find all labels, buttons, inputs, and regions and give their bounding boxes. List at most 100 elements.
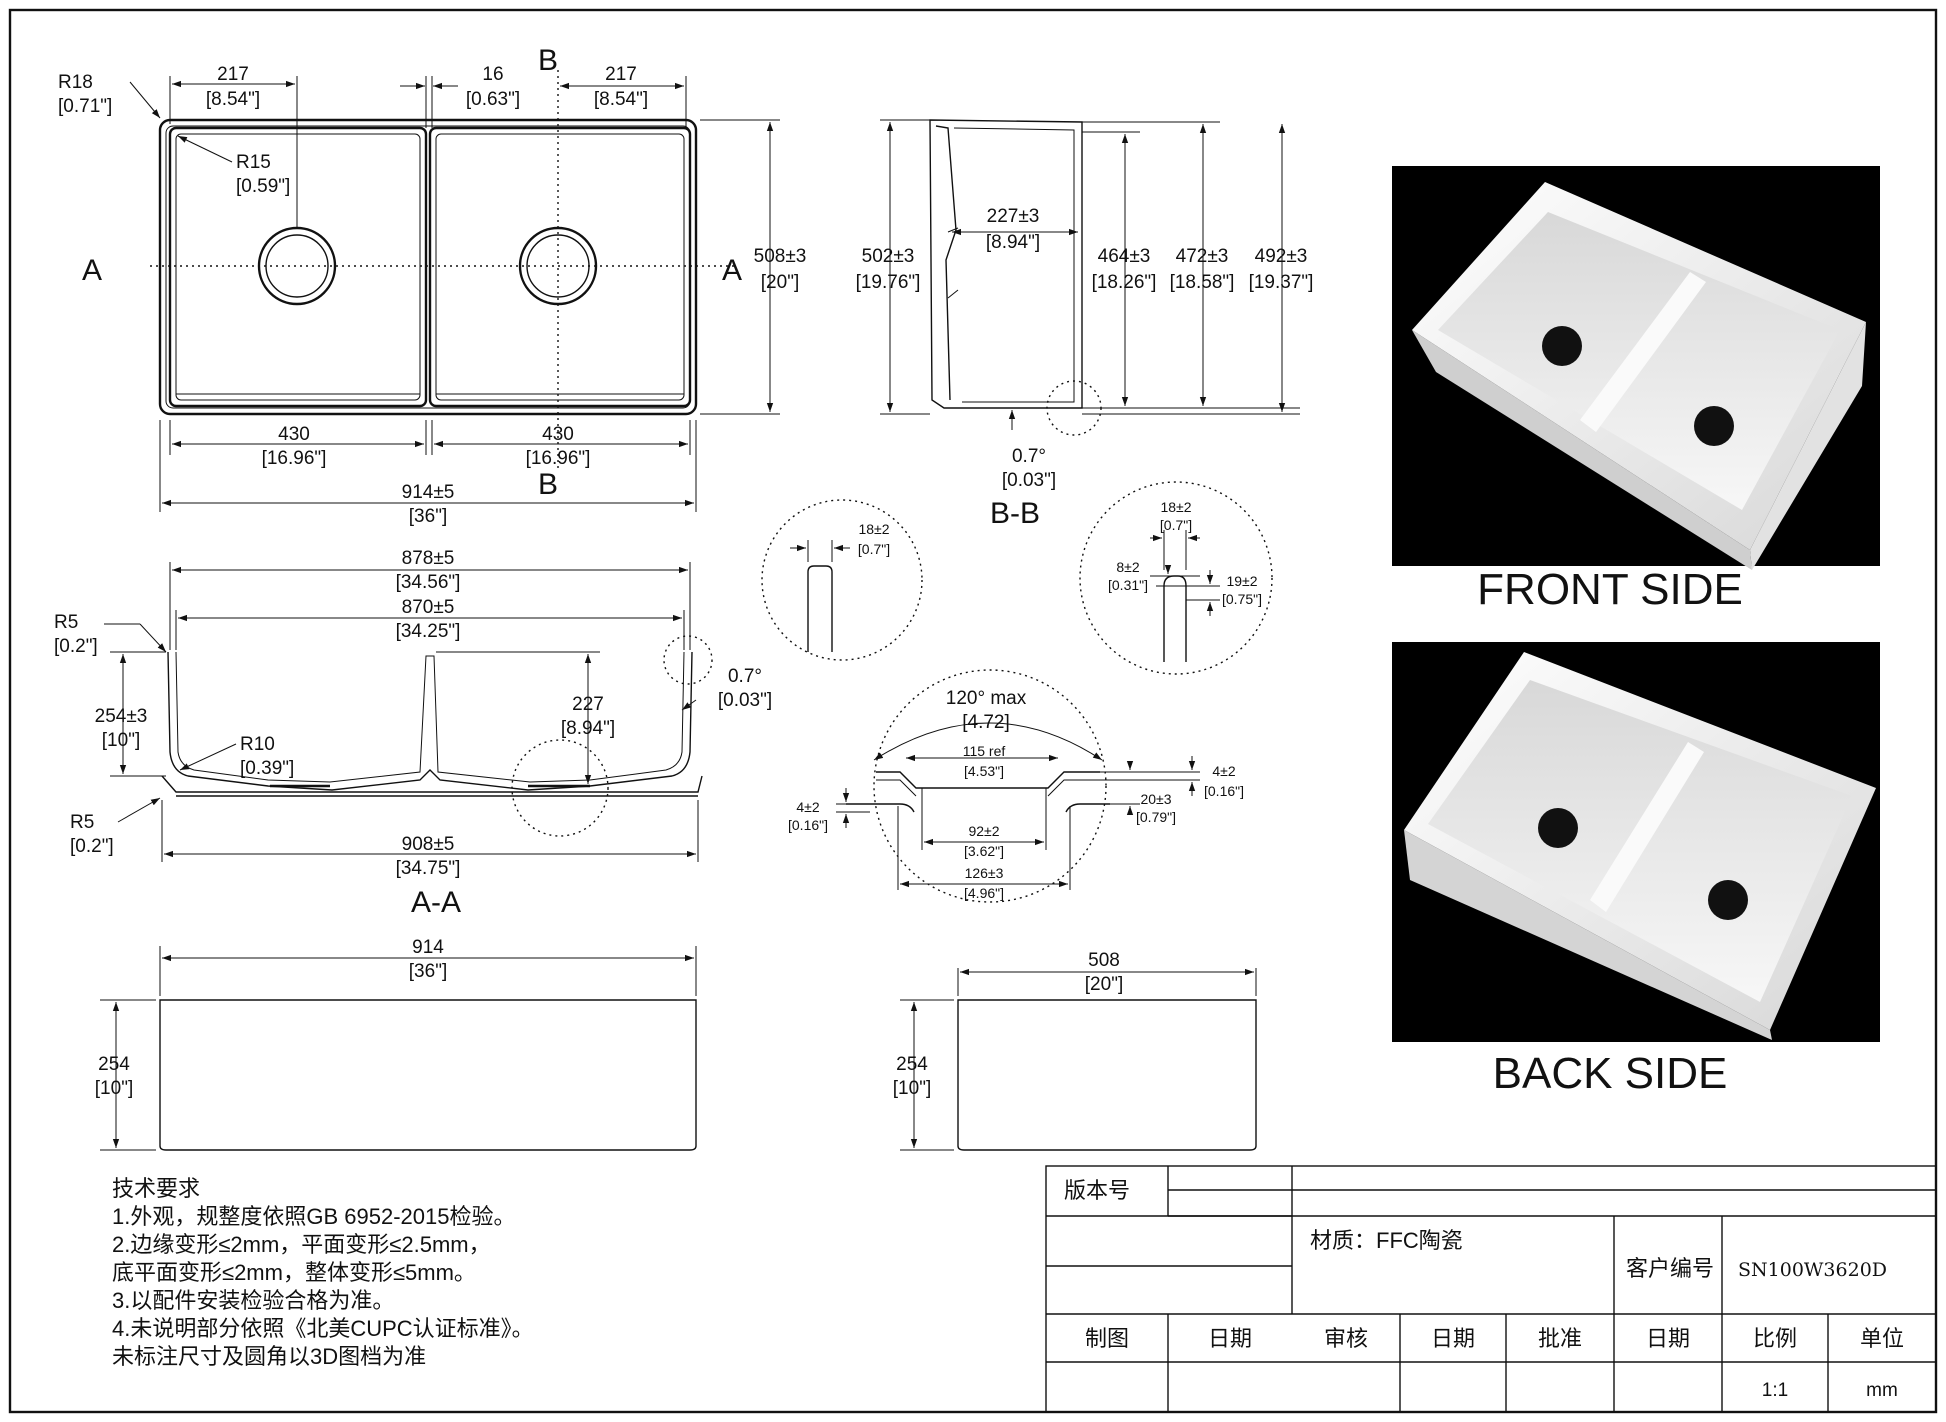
bb-dim-502: 502±3: [862, 246, 915, 267]
drain-dim-126-in: [4.96"]: [964, 885, 1004, 901]
technical-notes: 技术要求 1.外观，规整度依照GB 6952-2015检验。 2.边缘变形≤2m…: [112, 1176, 534, 1369]
edge-dim-18: 18±2: [1160, 499, 1191, 515]
section-a-right: A: [722, 254, 742, 287]
note-4: 4.未说明部分依照《北美CUPC认证标准》。: [112, 1316, 534, 1341]
side-elevation: 508 [20"] 254 [10"]: [893, 950, 1257, 1151]
bb-dim-227: 227±3: [987, 206, 1040, 227]
dim-16-in: [0.63"]: [466, 89, 520, 110]
side-w-in: [20"]: [1085, 974, 1123, 995]
aa-r10-in: [0.39"]: [240, 758, 294, 779]
drain-dim-92-in: [3.62"]: [964, 843, 1004, 859]
render-front-side: FRONT SIDE: [1392, 166, 1880, 614]
note-2: 2.边缘变形≤2mm，平面变形≤2.5mm，: [112, 1232, 491, 1257]
section-b-top: B: [538, 44, 558, 77]
hdr-drawn: 制图: [1085, 1326, 1129, 1351]
dim-914-in: [36"]: [409, 506, 447, 527]
front-h-in: [10"]: [95, 1078, 133, 1099]
aa-r5-bot-in: [0.2"]: [70, 836, 114, 857]
bb-angle: 0.7°: [1012, 446, 1046, 467]
aa-r5-bot: R5: [70, 812, 94, 833]
customer-code-label: 客户编号: [1626, 1256, 1714, 1281]
drain-angle-in: [4.72]: [962, 712, 1010, 733]
drain-dim-126: 126±3: [965, 865, 1004, 881]
hdr-review: 审核: [1324, 1326, 1368, 1351]
aa-angle-in: [0.03"]: [718, 690, 772, 711]
aa-title: A-A: [411, 886, 461, 919]
r18-label: R18: [58, 72, 93, 93]
dim-914: 914±5: [402, 482, 455, 503]
aa-dim-878: 878±5: [402, 548, 455, 569]
dim-16: 16: [482, 64, 503, 85]
section-a-left: A: [82, 254, 102, 287]
edge-dim-18-in: [0.7"]: [1160, 517, 1192, 533]
drain-dim-92: 92±2: [968, 823, 999, 839]
detail-wall: 18±2 [0.7"]: [761, 499, 923, 661]
dim-508-in: [20"]: [761, 272, 799, 293]
dim-508: 508±3: [754, 246, 807, 267]
bb-dim-502-in: [19.76"]: [856, 272, 921, 293]
aa-r5-top: R5: [54, 612, 78, 633]
plan-view: 217 [8.54"] 16 [0.63"] 217 [8.54"] B B A…: [58, 44, 806, 527]
edge-dim-19: 19±2: [1226, 573, 1257, 589]
aa-dim-908-in: [34.75"]: [396, 858, 461, 879]
bb-dim-464-in: [18.26"]: [1092, 272, 1157, 293]
note-5: 未标注尺寸及圆角以3D图档为准: [112, 1344, 426, 1369]
side-h: 254: [896, 1054, 928, 1075]
drain-dim-4-left: 4±2: [796, 799, 819, 815]
section-bb-view: 502±3 [19.76"] 227±3 [8.94"] 464±3 [18.2…: [856, 119, 1314, 530]
detail-edge: 18±2 [0.7"] 8±2 [0.31"] 19±2 [0.75"]: [1079, 481, 1273, 675]
aa-r5-top-in: [0.2"]: [54, 636, 98, 657]
version-label: 版本号: [1064, 1178, 1130, 1203]
aa-dim-878-in: [34.56"]: [396, 572, 461, 593]
r15-label-in: [0.59"]: [236, 176, 290, 197]
front-render-drain-left: [1542, 326, 1582, 366]
wall-dim-18-in: [0.7"]: [858, 541, 890, 557]
aa-dim-254-in: [10"]: [102, 730, 140, 751]
dim-217-left-in: [8.54"]: [206, 89, 260, 110]
front-render-drain-right: [1694, 406, 1734, 446]
drain-ref-in: [4.53"]: [964, 763, 1004, 779]
bb-dim-492-in: [19.37"]: [1249, 272, 1314, 293]
aa-dim-908: 908±5: [402, 834, 455, 855]
hdr-unit: 单位: [1860, 1326, 1904, 1351]
back-render-drain-right: [1708, 880, 1748, 920]
aa-dim-227-in: [8.94"]: [561, 718, 615, 739]
hdr-date-1: 日期: [1208, 1326, 1252, 1351]
drain-dim-4-right-in: [0.16"]: [1204, 783, 1244, 799]
dim-430-left-in: [16.96"]: [262, 448, 327, 469]
edge-dim-19-in: [0.75"]: [1222, 591, 1262, 607]
front-h: 254: [98, 1054, 130, 1075]
hdr-date-2: 日期: [1431, 1326, 1475, 1351]
scale-value: 1:1: [1762, 1380, 1788, 1401]
bb-dim-464: 464±3: [1098, 246, 1151, 267]
aa-r10: R10: [240, 734, 275, 755]
front-elevation: 914 [36"] 254 [10"]: [95, 937, 697, 1151]
drain-dim-20: 20±3: [1140, 791, 1171, 807]
note-2b: 底平面变形≤2mm，整体变形≤5mm。: [112, 1260, 476, 1285]
side-h-in: [10"]: [893, 1078, 931, 1099]
side-w: 508: [1088, 950, 1120, 971]
aa-dim-870: 870±5: [402, 597, 455, 618]
dim-217-right-in: [8.54"]: [594, 89, 648, 110]
hdr-approve: 批准: [1538, 1326, 1582, 1351]
aa-dim-254: 254±3: [95, 706, 148, 727]
dim-430-right-in: [16.96"]: [526, 448, 591, 469]
bb-dim-492: 492±3: [1255, 246, 1308, 267]
detail-drain: 120° max [4.72] 115 ref [4.53"] 92±2 [3.…: [788, 669, 1244, 903]
aa-dim-870-in: [34.25"]: [396, 621, 461, 642]
front-w-in: [36"]: [409, 961, 447, 982]
hdr-scale: 比例: [1753, 1326, 1797, 1351]
bb-angle-in: [0.03"]: [1002, 470, 1056, 491]
aa-dim-227: 227: [572, 694, 604, 715]
drain-dim-20-in: [0.79"]: [1136, 809, 1176, 825]
bb-dim-472-in: [18.58"]: [1170, 272, 1235, 293]
edge-dim-8: 8±2: [1116, 559, 1139, 575]
back-render-drain-left: [1538, 808, 1578, 848]
aa-angle: 0.7°: [728, 666, 762, 687]
customer-code: SN100W3620D: [1738, 1259, 1887, 1281]
section-aa-view: 878±5 [34.56"] 870±5 [34.25"] R5 [0.2"] …: [54, 548, 772, 919]
dim-430-left: 430: [278, 424, 310, 445]
note-1: 1.外观，规整度依照GB 6952-2015检验。: [112, 1204, 515, 1229]
bb-dim-472: 472±3: [1176, 246, 1229, 267]
